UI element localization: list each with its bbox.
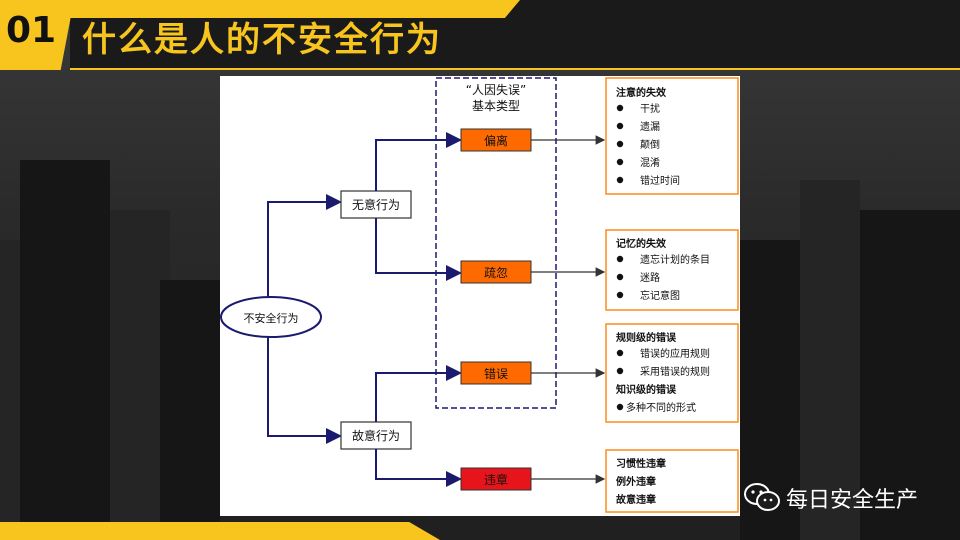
detail-3-item: 错误的应用规则 (640, 347, 710, 360)
detail-4-line: 例外违章 (616, 475, 656, 488)
detail-2-item: 遗忘计划的条目 (640, 253, 710, 266)
wechat-watermark: 每日安全生产 (742, 480, 960, 516)
root-label: 不安全行为 (244, 311, 299, 325)
detail-3-item2: 多种不同的形式 (626, 401, 696, 414)
detail-3-item: 采用错误的规则 (640, 365, 710, 378)
root-to-unintentional-line (267, 194, 342, 297)
section-number: 01 (6, 10, 57, 51)
diagram-panel: “人因失误” 基本类型 不安全行为 无意行为 故意行为 偏离 疏忽 错误 违章 (220, 76, 740, 516)
intentional-to-error-line (375, 365, 462, 422)
detail-2-item: 迷路 (640, 271, 660, 284)
bullet-icon (616, 255, 624, 263)
detail-2-item: 忘记意图 (640, 289, 680, 302)
detail-4-line: 习惯性违章 (616, 457, 666, 470)
detail-1-item: 混淆 (640, 157, 660, 169)
detail-1-item: 遗漏 (640, 120, 660, 133)
bullet-icon (616, 122, 624, 130)
header-bar (0, 0, 960, 70)
detail-1-item: 干扰 (640, 102, 660, 115)
detail-4-line: 故意违章 (616, 493, 656, 506)
wechat-icon (744, 483, 780, 511)
bullet-icon (616, 158, 624, 166)
footer-accent (0, 522, 440, 540)
bullet-icon (616, 176, 624, 184)
section-number-box (0, 0, 74, 70)
intentional-to-violation-line (375, 449, 462, 487)
bullet-icon (616, 403, 624, 411)
wechat-account-name: 每日安全生产 (786, 488, 919, 513)
unsafe-behavior-diagram: “人因失误” 基本类型 不安全行为 无意行为 故意行为 偏离 疏忽 错误 违章 (220, 77, 739, 513)
bullet-icon (616, 140, 624, 148)
detail-3-title: 规则级的错误 (616, 331, 677, 344)
bullet-icon (616, 273, 624, 281)
detail-1-title: 注意的失效 (616, 86, 667, 99)
detail-2-title: 记忆的失效 (616, 237, 667, 250)
type-error-label: 错误 (484, 367, 508, 381)
bullet-icon (616, 349, 624, 357)
human-error-types-group (435, 77, 557, 409)
root-to-intentional-line (267, 337, 342, 444)
slide-title: 什么是人的不安全行为 (82, 20, 442, 60)
detail-1-item: 颠倒 (640, 138, 660, 151)
bullet-icon (616, 291, 624, 299)
unintentional-to-deviation-line (375, 132, 462, 191)
detail-attention-failure (605, 77, 739, 195)
detail-memory-failure (605, 229, 739, 311)
bullet-icon (616, 367, 624, 375)
detail-violations (605, 449, 739, 513)
type-negligence-label: 疏忽 (484, 265, 508, 280)
title-underline (70, 68, 960, 70)
detail-1-item: 错过时间 (640, 174, 680, 187)
type-violation-label: 违章 (484, 472, 508, 487)
detail-3-title2: 知识级的错误 (615, 383, 677, 396)
type-deviation-label: 偏离 (484, 133, 508, 148)
detail-errors (605, 323, 739, 423)
branch-intentional-label: 故意行为 (352, 428, 400, 443)
branch-unintentional-label: 无意行为 (352, 197, 400, 212)
group-title-line2: 基本类型 (472, 99, 520, 113)
branch-intentional (340, 421, 412, 450)
unintentional-to-negligence-line (375, 218, 462, 281)
bullet-icon (616, 104, 624, 112)
root-node (220, 296, 322, 338)
group-title-line1: “人因失误” (466, 82, 526, 97)
